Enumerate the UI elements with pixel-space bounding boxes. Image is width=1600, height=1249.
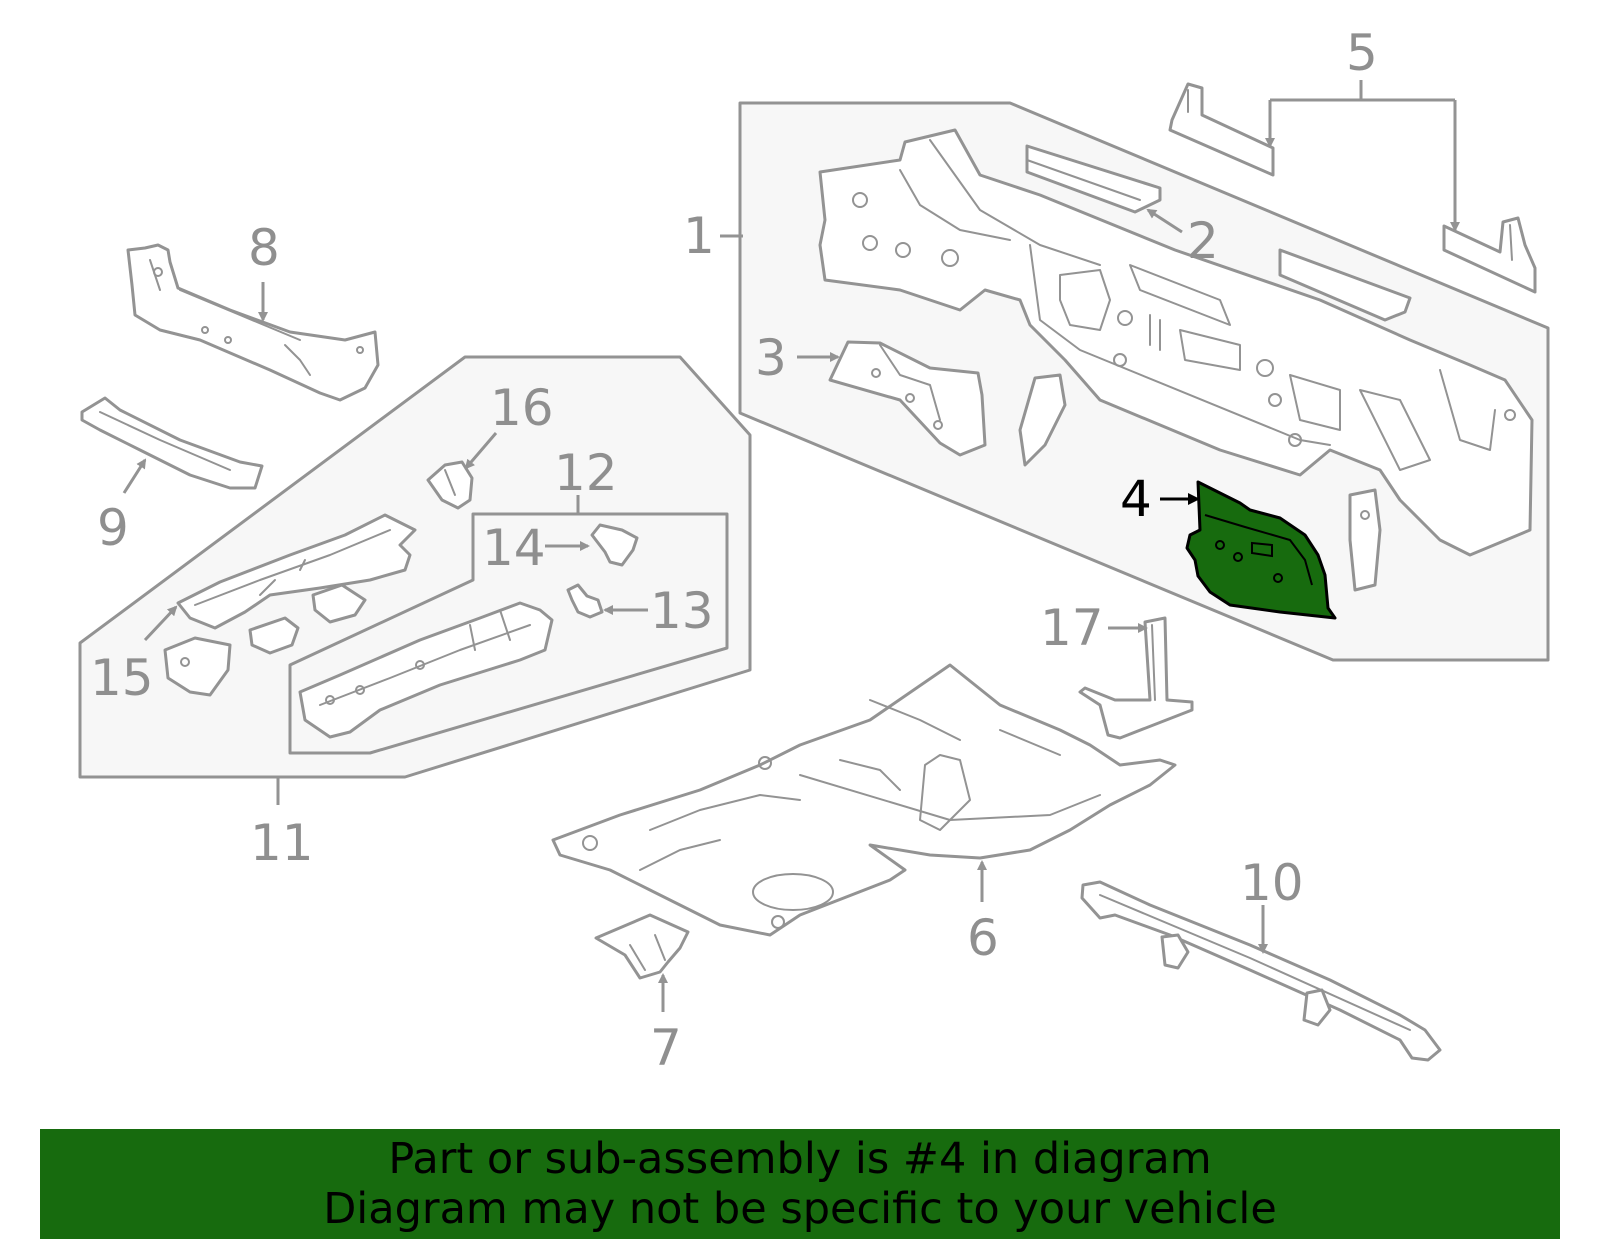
callout-17: 17 [1040,599,1104,657]
callout-leaders [122,80,1460,1012]
part-14-bracket [590,523,639,567]
small-brace-a [1018,373,1067,467]
part-16-bracket [426,460,474,510]
callout-5: 5 [1346,24,1378,82]
part-13-bracket [566,583,604,619]
small-bracket-a [248,616,300,655]
part-1-dash-panel [818,128,1534,557]
callout-11: 11 [250,814,314,872]
part-2-reinforcement [1025,144,1162,214]
part-5-brackets [1168,82,1537,294]
callout-7: 7 [650,1019,682,1077]
small-bracket-b [311,583,367,624]
part-7-bracket [594,913,690,980]
part-15-bracket [163,636,232,697]
info-banner: Part or sub-assembly is #4 in diagram Di… [40,1129,1560,1239]
callout-1: 1 [683,207,715,265]
banner-line-1: Part or sub-assembly is #4 in diagram [388,1134,1212,1184]
part-17-bracket [1078,616,1194,740]
callout-14: 14 [482,519,546,577]
part-9-crossmember [80,396,264,490]
callout-10: 10 [1240,854,1304,912]
part-6-floor-pan [551,663,1177,937]
callout-4: 4 [1120,470,1152,528]
callout-16: 16 [490,379,554,437]
callout-13: 13 [650,582,714,640]
callout-15: 15 [90,649,154,707]
callout-3: 3 [755,329,787,387]
callout-12: 12 [554,444,618,502]
part-3-bracket [828,340,987,457]
callout-9: 9 [97,499,129,557]
part-8-crossmember [126,243,380,402]
banner-line-2: Diagram may not be specific to your vehi… [323,1184,1277,1234]
part-15-side-member [176,513,417,630]
part-12-side-frame [298,601,554,739]
part-10-crossmember [1080,880,1442,1062]
part-5-bar [1278,248,1412,322]
small-brace-b [1348,488,1382,592]
callout-8: 8 [248,219,280,277]
callout-6: 6 [967,909,999,967]
callout-2: 2 [1187,212,1219,270]
part-4-highlighted-panel [1185,480,1337,620]
